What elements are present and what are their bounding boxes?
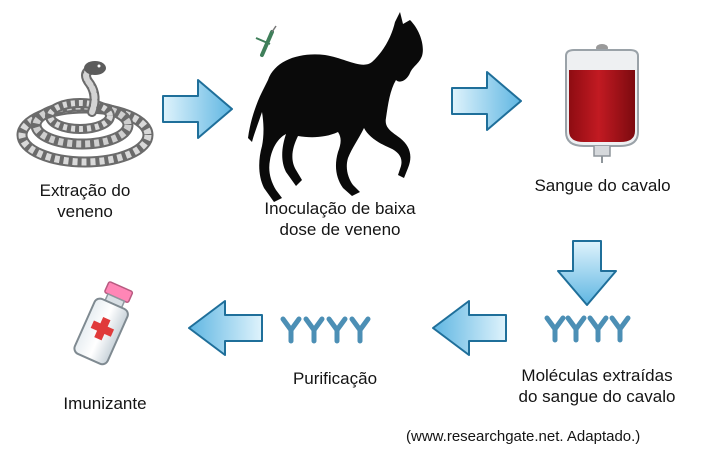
step-label-venom-extraction: Extração do veneno [39,181,131,221]
step-label-immunizer: Imunizante [63,394,147,413]
arrow-right-icon [162,79,233,139]
blood-bag-icon [565,44,639,163]
step-label-extracted-molecules: Moléculas extraídas do sangue do cavalo [518,366,676,406]
arrow-right-icon [451,71,522,131]
arrow-left-icon [432,300,507,356]
source-credit: (www.researchgate.net. Adaptado.) [406,428,641,445]
arrow-down-icon [557,240,617,306]
step-label-purification: Purificação [292,369,378,388]
vial-icon [73,281,134,366]
antibodies-icon [544,315,631,343]
step-label-horse-blood: Sangue do cavalo [534,176,671,195]
snake-icon [16,61,154,168]
step-label-inoculation: Inoculação de baixa dose de veneno [264,199,416,239]
arrow-left-icon [188,300,263,356]
antibodies-icon [280,316,371,344]
horse-icon [248,12,423,202]
